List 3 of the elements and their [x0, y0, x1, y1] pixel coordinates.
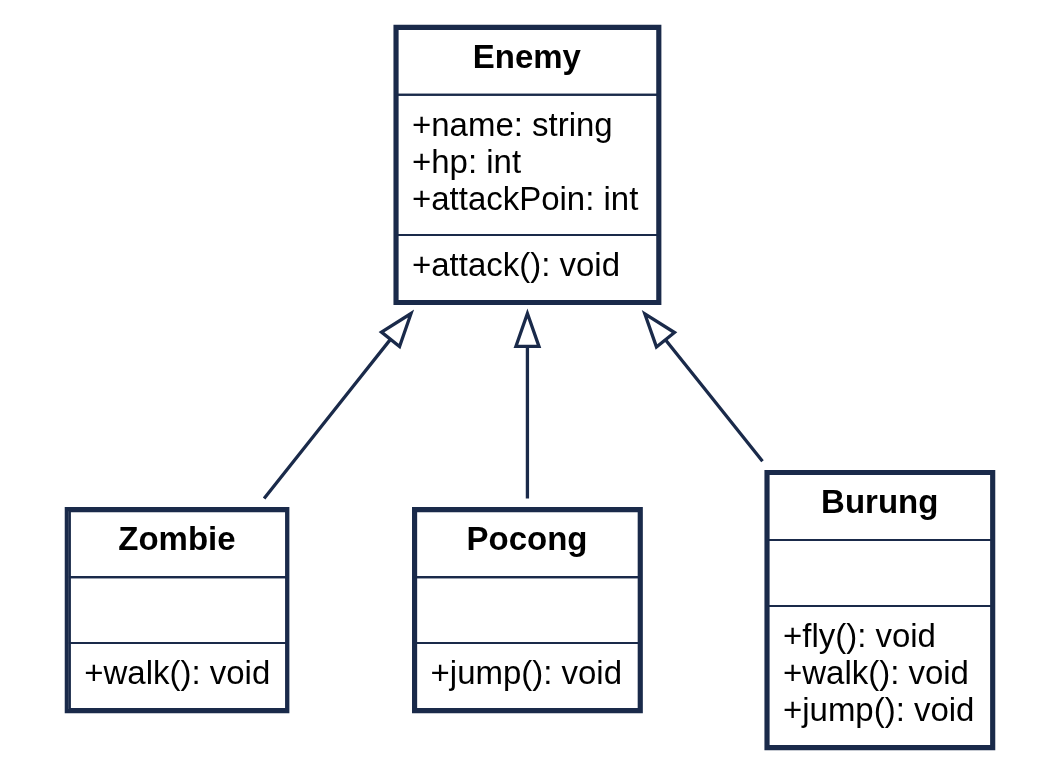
arrow: [641, 310, 764, 463]
arrow: [513, 308, 542, 499]
arrow: [262, 309, 415, 500]
